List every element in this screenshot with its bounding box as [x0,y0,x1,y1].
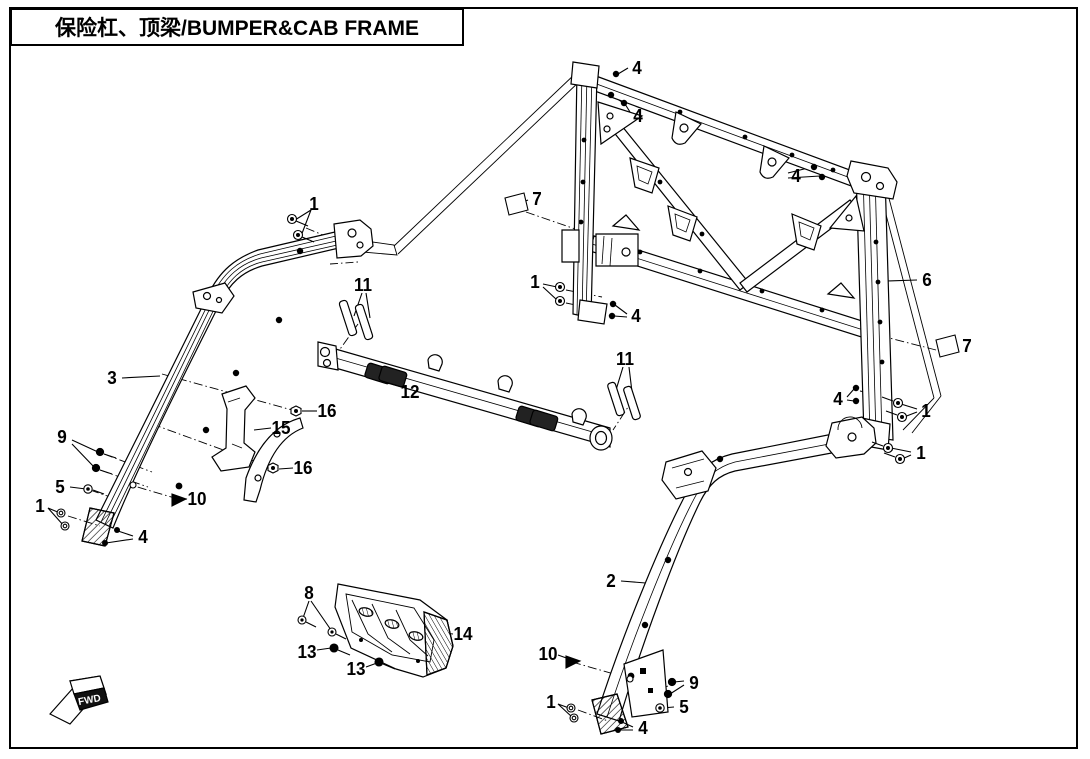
hole-10-left [130,482,136,488]
nut-16-upper [291,406,301,416]
fwd-arrow: FWD [50,676,108,724]
callout-4: 4 [138,527,148,547]
callout-16: 16 [293,458,313,478]
callout-8: 8 [304,583,314,603]
rivet-set-1-bottom-right [567,704,578,722]
screw-set-13 [330,644,395,669]
phantom-roof-outline [330,73,941,433]
callout-1: 1 [530,272,540,292]
rear-rack-assembly [562,62,897,450]
bolt-5-left [84,485,104,494]
stud-dots-4 [102,70,860,733]
callout-1: 1 [35,496,45,516]
callout-4: 4 [791,166,801,186]
callout-9: 9 [689,673,699,693]
callout-2: 2 [606,571,616,591]
callout-10: 10 [538,644,558,664]
callout-14: 14 [453,624,473,644]
callout-4: 4 [631,306,641,326]
mount-plate-7-right [936,335,959,357]
callout-5: 5 [55,477,65,497]
mount-plate-7-left [505,193,528,215]
bolt-set-9-right [664,678,675,697]
clip-10-left [172,494,186,506]
rivet-set-1-bottom-left [57,509,69,530]
callout-1: 1 [309,194,319,214]
callout-11: 11 [615,349,635,369]
diagram-title: 保险杠、顶梁/BUMPER&CAB FRAME [55,17,419,40]
assembly-centerlines [68,212,936,721]
fwd-label: FWD [77,693,101,708]
callout-3: 3 [107,368,117,388]
callout-12: 12 [400,382,420,402]
bolt-set-1-right-lower [872,442,905,464]
callout-4: 4 [632,58,642,78]
handle-bracket [212,386,255,471]
page-border [10,8,1077,748]
leader-lines [48,68,957,730]
callout-13: 13 [297,642,317,662]
callout-6: 6 [922,270,932,290]
callout-1: 1 [921,401,931,421]
hole-10-right [627,676,633,682]
callout-11: 11 [353,275,373,295]
callout-4: 4 [833,389,843,409]
callout-10: 10 [187,489,207,509]
screw-set-8 [298,616,346,639]
callout-9: 9 [57,427,67,447]
cab-frame-left-tube [82,220,373,546]
bolt-set-1-right-upper [882,397,907,422]
bumper-plate [335,584,453,677]
crossbar [318,300,641,450]
clip-10-right [566,656,580,668]
bolt-set-1-top-left [288,215,315,243]
bolt-5-right [656,704,664,712]
nut-16-lower [268,463,278,473]
callout-7: 7 [532,189,542,209]
callout-7: 7 [962,336,972,356]
fasteners [57,70,907,733]
callout-16: 16 [317,401,337,421]
callout-5: 5 [679,697,689,717]
callout-4: 4 [633,106,643,126]
cab-frame-right-tube [592,417,876,734]
bolt-set-9-left [92,448,116,474]
callout-15: 15 [271,418,291,438]
bolt-set-1-mid [556,283,565,306]
callout-1: 1 [916,443,926,463]
callout-1: 1 [546,692,556,712]
title-box: 保险杠、顶梁/BUMPER&CAB FRAME [10,8,464,46]
callout-4: 4 [638,718,648,738]
callout-13: 13 [346,659,366,679]
